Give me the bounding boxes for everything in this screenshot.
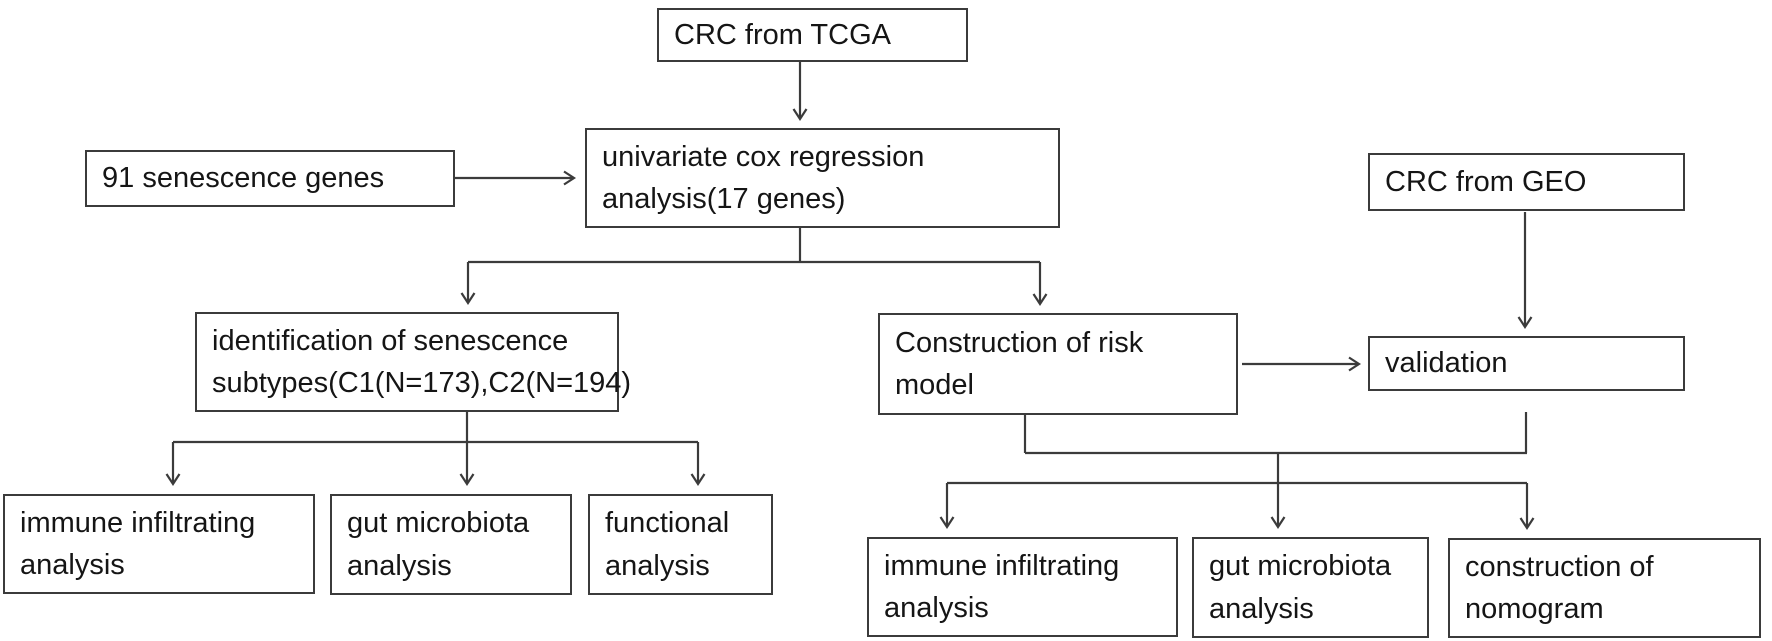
node-risk-model: Construction of risk model	[878, 313, 1238, 415]
node-gut-microbiota-right: gut microbiota analysis	[1192, 537, 1429, 638]
node-univariate-cox: univariate cox regression analysis(17 ge…	[585, 128, 1060, 228]
node-functional-analysis: functional analysis	[588, 494, 773, 595]
node-immune-infiltrating-right: immune infiltrating analysis	[867, 537, 1178, 637]
node-crc-tcga: CRC from TCGA	[657, 8, 968, 62]
node-identification-subtypes: identification of senescence subtypes(C1…	[195, 312, 631, 412]
node-senescence-genes: 91 senescence genes	[85, 150, 455, 207]
node-gut-microbiota-left: gut microbiota analysis	[330, 494, 572, 595]
node-validation: validation	[1368, 336, 1685, 391]
node-construction-nomogram: construction of nomogram	[1448, 538, 1761, 638]
node-immune-infiltrating-left: immune infiltrating analysis	[3, 494, 315, 594]
node-crc-geo: CRC from GEO	[1368, 153, 1685, 211]
